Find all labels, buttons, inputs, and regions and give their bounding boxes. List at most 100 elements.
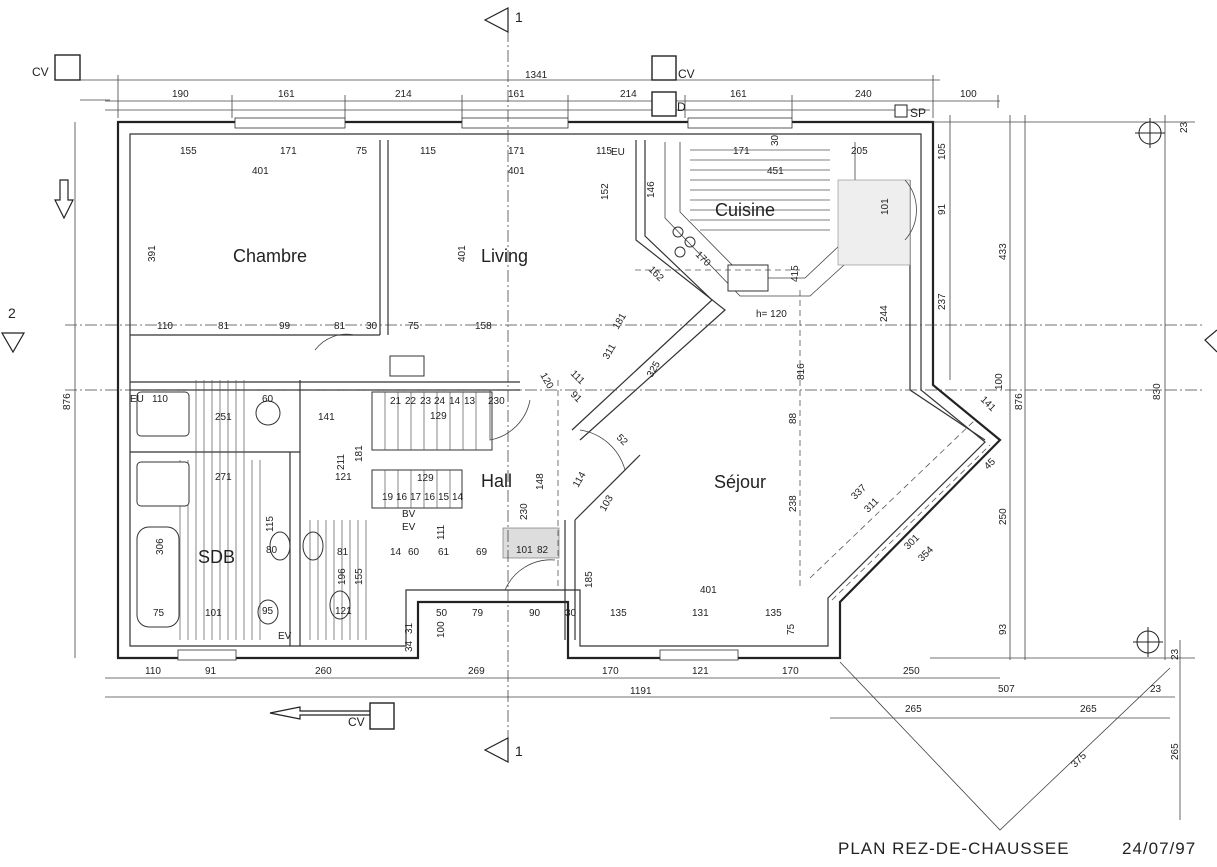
d-label: D — [677, 100, 686, 114]
dim-top-overall: 1341 — [525, 70, 548, 81]
dim-sdb-80: 80 — [266, 545, 278, 556]
dim-sdb-306: 306 — [155, 538, 166, 555]
dim-sejour-354: 354 — [916, 544, 936, 564]
dim-diag-52: 52 — [614, 432, 630, 448]
door-swings — [314, 179, 917, 591]
dim-bottom-375: 375 — [1069, 750, 1089, 770]
dim-right-237: 237 — [937, 293, 948, 310]
bottom-dimension-lines — [105, 661, 1175, 831]
dim-hall-148: 148 — [535, 473, 546, 490]
dim-bottom: 170 — [602, 666, 619, 677]
dim-wc-31: 31 — [404, 622, 415, 634]
room-label-chambre: Chambre — [233, 246, 307, 266]
cv-boxes — [54, 54, 1165, 730]
dim-sejour-width: 401 — [700, 585, 717, 596]
dim-bottom: 269 — [468, 666, 485, 677]
dim-top: 240 — [855, 89, 872, 100]
outer-walls — [116, 117, 1002, 661]
dim-mid: 110 — [157, 321, 173, 332]
dim-mid: 30 — [366, 321, 378, 332]
dim-sdb-181: 181 — [354, 445, 365, 462]
dim-stair: 17 — [410, 492, 422, 503]
dim-sejour-45: 45 — [982, 456, 998, 472]
dim-bottom: 260 — [315, 666, 332, 677]
dim-wc-111: 111 — [436, 524, 447, 540]
ev-label: EV — [278, 631, 292, 642]
stairs — [371, 391, 493, 509]
dim-sejour-337: 337 — [849, 482, 869, 502]
dim-right-433: 433 — [998, 243, 1009, 260]
dim-inner-top: 75 — [356, 146, 368, 157]
dim-right-105: 105 — [937, 143, 948, 160]
dim-stair: 15 — [438, 492, 450, 503]
dim-hall-114: 114 — [571, 470, 589, 490]
dim-inner-top: 171 — [508, 146, 525, 157]
dim-top: 161 — [508, 89, 525, 100]
dim-right-23: 23 — [1179, 121, 1190, 133]
dim-hall-230: 230 — [519, 503, 530, 520]
dim-wc-61: 61 — [438, 547, 450, 558]
dim-cuisine-height: 415 — [790, 265, 801, 282]
section-mark-top: 1 — [515, 9, 523, 25]
dim-wc-14: 14 — [390, 547, 402, 558]
dim-bottom-265: 265 — [1080, 704, 1097, 715]
dim-wc-60: 60 — [408, 547, 420, 558]
dim-right-250: 250 — [998, 508, 1009, 525]
dim-stair: 21 — [390, 396, 402, 407]
dim-bottom: 110 — [145, 666, 161, 677]
dim-hall-90: 90 — [529, 608, 541, 619]
room-label-sdb: SDB — [198, 547, 235, 567]
reference-lines — [65, 30, 1205, 765]
dim-sdb-251: 251 — [215, 412, 232, 423]
dim-inner-top2: 401 — [508, 166, 525, 177]
dim-hall-101: 101 — [516, 545, 533, 556]
dim-hall-82: 82 — [537, 545, 549, 556]
dim-sdb-110: 110 — [152, 394, 168, 405]
dim-inner-top: 155 — [180, 146, 197, 157]
dim-right-876: 876 — [1014, 393, 1025, 410]
dim-diag-325: 325 — [645, 359, 663, 379]
dim-sejour-141: 141 — [978, 394, 998, 414]
dim-stair: 129 — [417, 473, 434, 484]
dim-top: 214 — [395, 89, 412, 100]
dim-stair: 22 — [405, 396, 417, 407]
plan-date: 24/07/97 — [1122, 839, 1196, 858]
dim-top: 161 — [278, 89, 295, 100]
dim-top: 100 — [960, 89, 977, 100]
dim-cuisine-146: 146 — [646, 181, 657, 198]
dim-cuisine-bay: 244 — [879, 305, 890, 322]
dim-sejour-75: 75 — [786, 623, 797, 635]
dim-stair: 24 — [434, 396, 446, 407]
dim-diag-162: 162 — [646, 264, 666, 284]
dim-sdb-121: 121 — [335, 606, 352, 617]
plan-title: PLAN REZ-DE-CHAUSSEE — [838, 839, 1070, 858]
dim-wc-34: 34 — [404, 640, 415, 652]
dim-inner-top2: 451 — [767, 166, 784, 177]
dim-sdb-141: 141 — [318, 412, 335, 423]
dim-cuisine-152: 152 — [600, 183, 611, 200]
cv-label: CV — [348, 715, 365, 729]
dim-mid: 81 — [218, 321, 230, 332]
room-label-hall: Hall — [481, 471, 512, 491]
sanitary-fixtures — [136, 355, 425, 628]
dim-bottom: 91 — [205, 666, 217, 677]
room-label-living: Living — [481, 246, 528, 266]
dim-sdb-81: 81 — [337, 547, 349, 558]
dim-stair: 23 — [420, 396, 432, 407]
dim-cuisine-170: 170 — [693, 249, 713, 269]
dim-sdb-95: 95 — [262, 606, 274, 617]
dim-sdb-155: 155 — [354, 568, 365, 585]
dim-mid: 158 — [475, 321, 492, 332]
top-dimension-lines — [80, 75, 1000, 118]
dim-cuisine-h: h= 120 — [756, 309, 787, 320]
dim-right-91: 91 — [937, 203, 948, 215]
dim-cuisine-30: 30 — [770, 134, 781, 146]
dim-stair: 16 — [396, 492, 408, 503]
dim-stair: 14 — [452, 492, 464, 503]
dim-diag-91: 91 — [568, 389, 584, 405]
dim-diag-181: 181 — [611, 311, 629, 331]
eu-label: EU — [611, 147, 625, 158]
dim-sejour-103: 103 — [598, 493, 616, 513]
dim-hall-69: 69 — [476, 547, 488, 558]
